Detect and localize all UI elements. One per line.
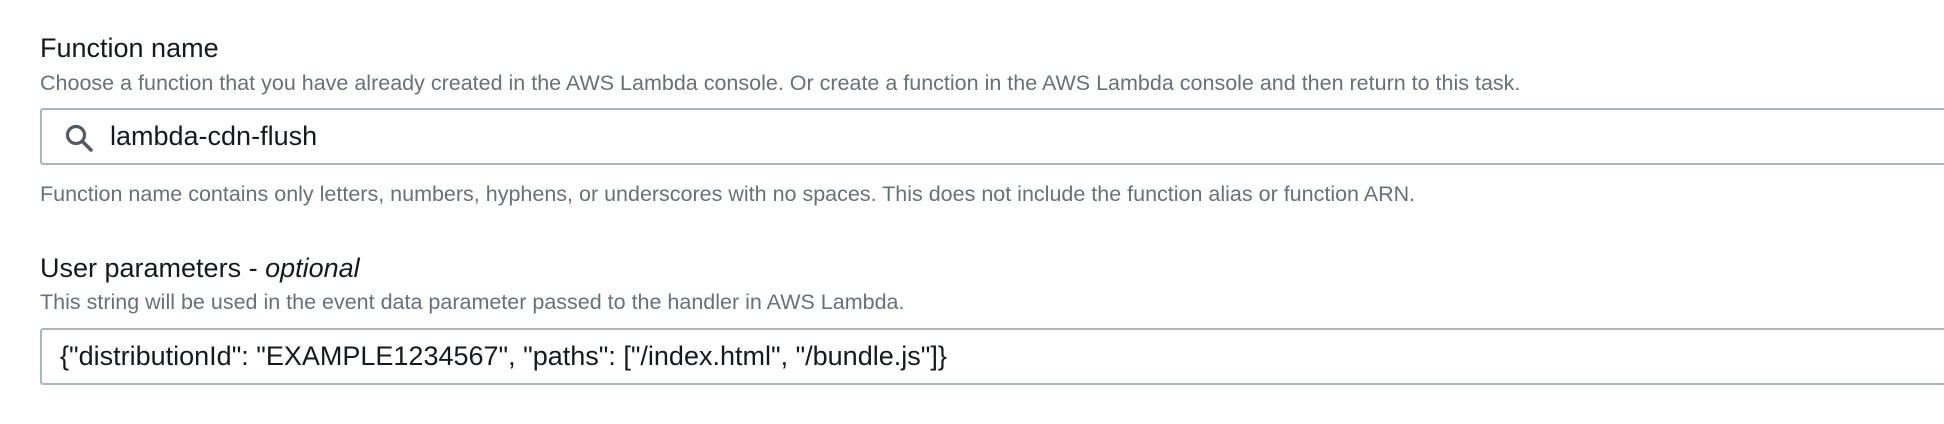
user-parameters-label: User parameters - optional	[40, 252, 360, 284]
user-parameters-label-text: User parameters -	[40, 253, 266, 283]
function-name-label-text: Function name	[40, 33, 219, 63]
user-parameters-value: {"distributionId": "EXAMPLE1234567", "pa…	[60, 341, 947, 371]
function-name-description: Choose a function that you have already …	[40, 71, 1521, 95]
optional-label: optional	[265, 253, 360, 283]
function-name-label: Function name	[40, 32, 219, 64]
function-name-value: lambda-cdn-flush	[110, 121, 318, 151]
user-parameters-description: This string will be used in the event da…	[40, 290, 905, 314]
function-name-search-input[interactable]: lambda-cdn-flush	[40, 108, 1944, 165]
search-icon	[65, 124, 93, 152]
user-parameters-input[interactable]: {"distributionId": "EXAMPLE1234567", "pa…	[40, 328, 1944, 385]
function-name-hint: Function name contains only letters, num…	[40, 182, 1416, 206]
